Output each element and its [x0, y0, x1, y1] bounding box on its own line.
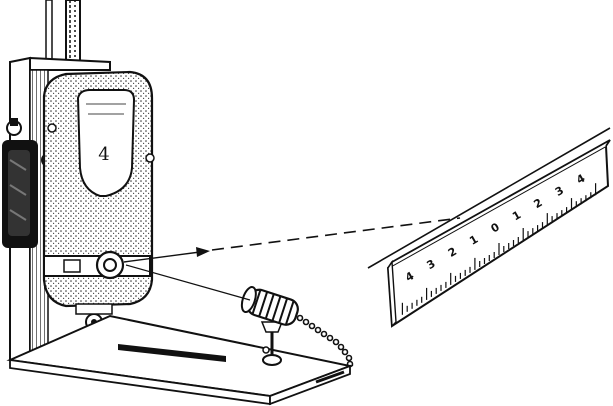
mirror-bracket: [43, 250, 151, 280]
base-plate: [6, 314, 354, 406]
light-rays: [123, 217, 461, 301]
scale-guide-line: [367, 127, 611, 269]
lamp-icon: [240, 286, 299, 366]
suspension-rod: [45, 0, 81, 63]
dial-mark: 4: [98, 144, 109, 165]
chain-icon: [296, 314, 354, 368]
galvanometer-icon: 4: [42, 70, 155, 331]
